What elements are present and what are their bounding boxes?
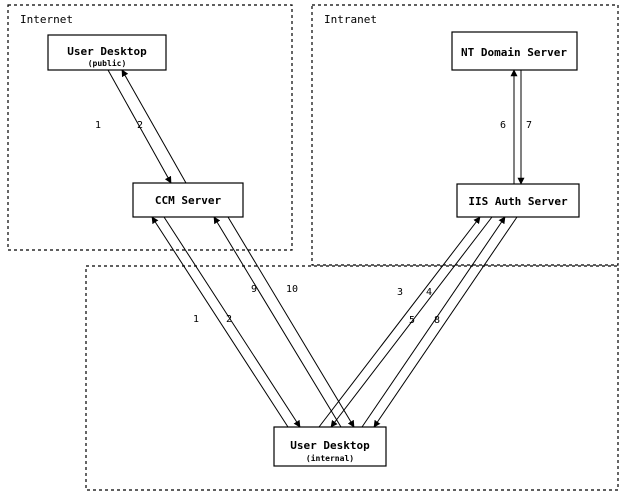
zone-internet: Internet bbox=[7, 4, 293, 251]
flow-3 bbox=[318, 216, 481, 428]
step-label-2-public: 2 bbox=[137, 120, 143, 131]
flow-5 bbox=[361, 216, 506, 428]
flow-4 bbox=[330, 216, 493, 428]
iis-auth-server-box[interactable] bbox=[456, 183, 580, 218]
step-label-2-internal: 2 bbox=[226, 314, 232, 325]
user-desktop-public-box[interactable] bbox=[47, 34, 167, 71]
flow-1-internal bbox=[151, 216, 289, 428]
zone-internet-label: Internet bbox=[20, 13, 73, 26]
zone-intranet-label: Intranet bbox=[324, 13, 377, 26]
step-label-5: 5 bbox=[409, 315, 415, 326]
flow-8 bbox=[373, 216, 518, 428]
step-label-9: 9 bbox=[251, 284, 257, 295]
zone-internal-border bbox=[85, 265, 619, 491]
step-label-3: 3 bbox=[397, 287, 403, 298]
step-label-1-internal: 1 bbox=[193, 314, 199, 325]
step-label-6: 6 bbox=[500, 120, 506, 131]
flow-2-public bbox=[121, 69, 187, 184]
user-desktop-public-subtitle: (public) bbox=[88, 58, 127, 68]
zone-intranet-border bbox=[311, 4, 619, 266]
flow-10 bbox=[227, 216, 355, 428]
step-label-7: 7 bbox=[526, 120, 532, 131]
user-desktop-internal-title: User Desktop bbox=[290, 439, 370, 452]
step-label-1-public: 1 bbox=[95, 120, 101, 131]
nt-domain-server-box[interactable] bbox=[451, 31, 578, 71]
node-user-desktop-public[interactable]: User Desktop (public) bbox=[47, 34, 167, 71]
user-desktop-internal-subtitle: (internal) bbox=[306, 453, 354, 463]
node-iis-auth-server[interactable]: IIS Auth Server bbox=[456, 183, 580, 218]
nt-domain-server-title: NT Domain Server bbox=[461, 46, 567, 59]
flow-9 bbox=[213, 216, 342, 428]
zone-intranet: Intranet bbox=[311, 4, 619, 266]
step-label-4: 4 bbox=[426, 287, 432, 298]
step-label-8: 8 bbox=[434, 315, 440, 326]
ccm-server-box[interactable] bbox=[132, 182, 244, 218]
zone-internal-network bbox=[85, 265, 619, 491]
node-user-desktop-internal[interactable]: User Desktop (internal) bbox=[273, 426, 387, 467]
flow-1-public bbox=[107, 69, 172, 184]
step-label-10: 10 bbox=[286, 284, 298, 295]
flow-2-internal bbox=[163, 216, 301, 428]
user-desktop-public-title: User Desktop bbox=[67, 45, 147, 58]
iis-auth-server-title: IIS Auth Server bbox=[468, 195, 568, 208]
node-ccm-server[interactable]: CCM Server bbox=[132, 182, 244, 218]
user-desktop-internal-box[interactable] bbox=[273, 426, 387, 467]
node-nt-domain-server[interactable]: NT Domain Server bbox=[451, 31, 578, 71]
ccm-server-title: CCM Server bbox=[155, 194, 222, 207]
